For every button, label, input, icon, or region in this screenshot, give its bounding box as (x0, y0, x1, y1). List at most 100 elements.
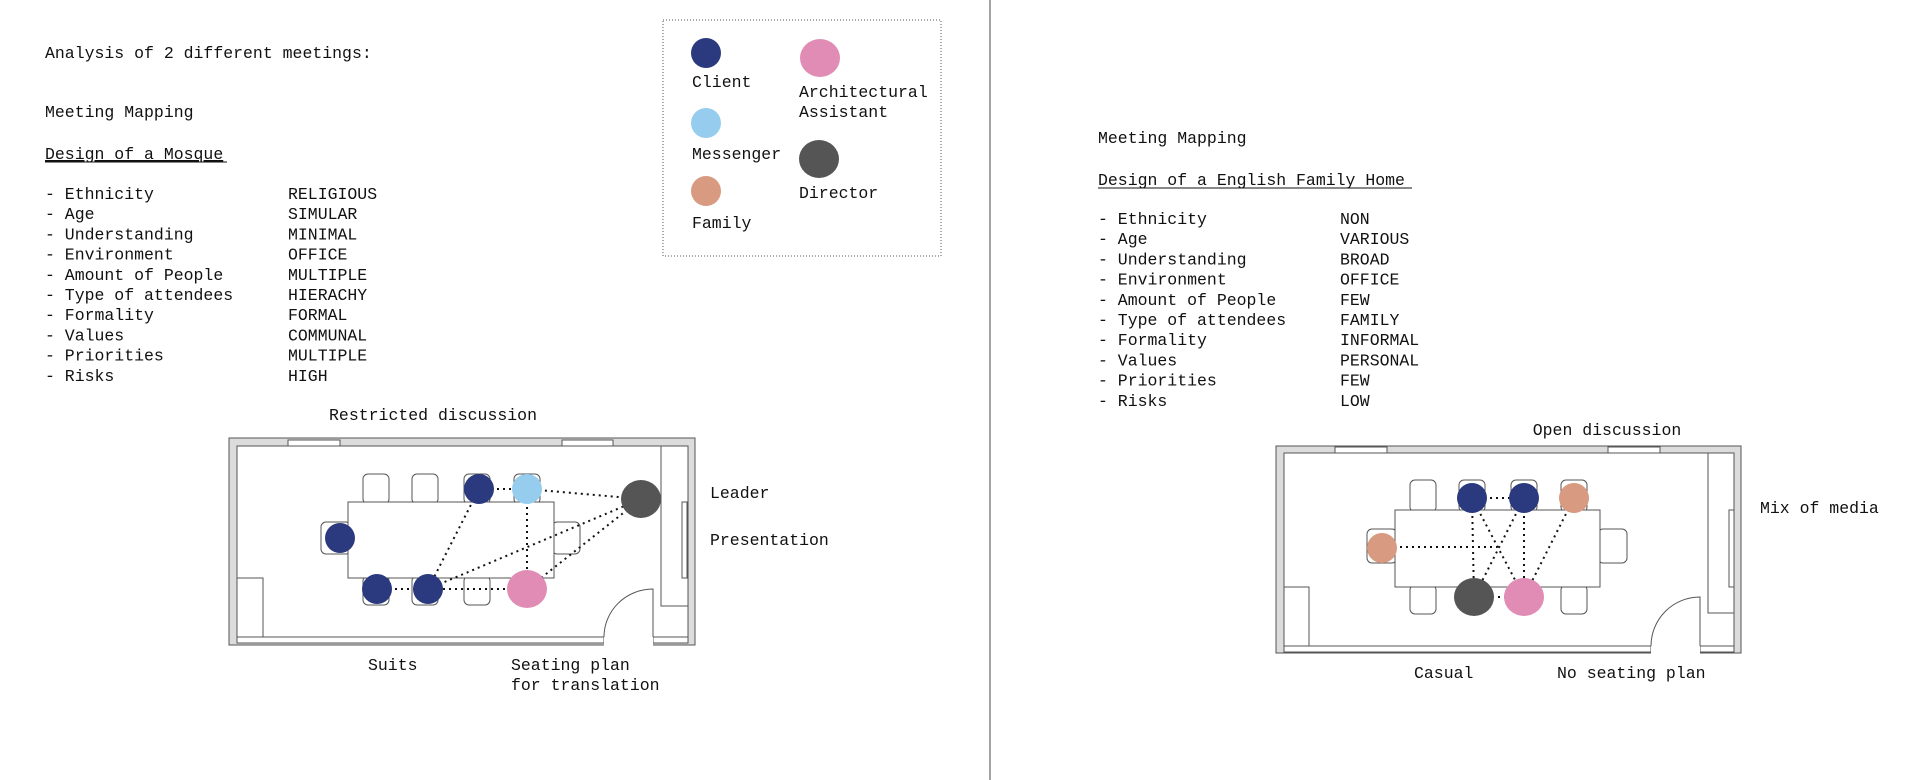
attribute-label: - Values (45, 326, 124, 345)
participant-client (413, 574, 443, 604)
attribute-label: - Ethnicity (1098, 210, 1207, 229)
chair (1560, 584, 1588, 615)
meeting-1-floor-plan: Restricted discussion Leader Presentatio… (228, 406, 829, 695)
plan-1-presentation-label: Presentation (710, 531, 829, 550)
window (1699, 645, 1735, 653)
attribute-label: - Amount of People (1098, 291, 1276, 310)
participant-client (1457, 483, 1487, 513)
plan-2-seating-label: No seating plan (1557, 664, 1706, 683)
attribute-value: OFFICE (1340, 271, 1400, 290)
attribute-value: RELIGIOUS (288, 185, 377, 204)
window (287, 439, 341, 447)
attribute-label: - Environment (1098, 271, 1227, 290)
chair (463, 575, 491, 606)
participant-client (464, 474, 494, 504)
attribute-label: - Age (1098, 230, 1148, 249)
participant-family (1559, 483, 1589, 513)
attribute-label: - Priorities (1098, 372, 1217, 391)
attribute-value: FEW (1340, 291, 1370, 310)
chair (1409, 584, 1437, 615)
attribute-label: - Formality (45, 306, 154, 325)
door (1650, 596, 1701, 647)
legend-family-label: Family (692, 214, 752, 233)
attribute-value: PERSONAL (1340, 351, 1419, 370)
meeting-table (347, 501, 555, 579)
presentation-screen (681, 501, 688, 579)
attribute-value: HIGH (288, 367, 328, 386)
chair (1409, 479, 1437, 513)
connections (377, 488, 642, 590)
legend: Client Messenger Family Architectural As… (662, 19, 942, 257)
attribute-value: FEW (1340, 372, 1370, 391)
door-opening (1651, 645, 1700, 655)
presentation-screen (1728, 509, 1735, 588)
participant-architectural-assistant (507, 570, 547, 608)
connection-line (1473, 497, 1525, 598)
attribute-label: - Formality (1098, 331, 1207, 350)
plan-1-leader-label: Leader (710, 484, 769, 503)
meeting-table (1394, 509, 1601, 588)
connection-line (1523, 497, 1575, 598)
window (1607, 446, 1661, 454)
legend-architectural-assistant-swatch (800, 39, 840, 77)
attribute-value: OFFICE (288, 246, 348, 265)
meeting-2-title: Design of a English Family Home (1098, 171, 1405, 190)
page-heading: Analysis of 2 different meetings: (45, 44, 372, 63)
attribute-value: MINIMAL (288, 225, 357, 244)
attribute-value: HIERACHY (288, 286, 367, 305)
attribute-value: FORMAL (288, 306, 347, 325)
plan-2-casual-label: Casual (1414, 664, 1473, 683)
connection-line (526, 488, 642, 500)
attribute-value: NON (1340, 210, 1370, 229)
legend-messenger-label: Messenger (692, 145, 781, 164)
attribute-label: - Understanding (1098, 250, 1247, 269)
attribute-label: - Age (45, 205, 95, 224)
participant-client (1509, 483, 1539, 513)
plan-1-seating-label-2: for translation (511, 676, 660, 695)
participant-client (362, 574, 392, 604)
chair (1597, 528, 1628, 564)
window (561, 439, 614, 447)
attribute-label: - Understanding (45, 225, 194, 244)
participants (1367, 483, 1589, 616)
window (652, 636, 689, 644)
attribute-value: MULTIPLE (288, 347, 367, 366)
attribute-value: FAMILY (1340, 311, 1400, 330)
attribute-label: - Type of attendees (45, 286, 233, 305)
attribute-value: COMMUNAL (288, 326, 367, 345)
plan-1-seating-label: Seating plan (511, 656, 630, 675)
attribute-label: - Risks (45, 367, 114, 386)
meeting-2-floor-plan: Open discussion Mix of media Casual No s… (1275, 421, 1879, 683)
plan-1-top-label: Restricted discussion (329, 406, 537, 425)
participant-director (1454, 578, 1494, 616)
legend-architectural-assistant-label: Architectural (799, 83, 928, 102)
chair (362, 473, 390, 505)
legend-messenger-swatch (691, 108, 721, 138)
meeting-1-title: Design of a Mosque (45, 145, 223, 164)
chair (411, 473, 439, 505)
window (1283, 645, 1652, 653)
attribute-label: - Amount of People (45, 266, 223, 285)
legend-director-label: Director (799, 184, 878, 203)
attribute-value: MULTIPLE (288, 266, 367, 285)
plan-1-suits-label: Suits (368, 656, 418, 675)
door (603, 588, 654, 638)
window (1334, 446, 1388, 454)
attribute-label: - Priorities (45, 347, 164, 366)
cabinet (1283, 586, 1310, 647)
attribute-label: - Ethnicity (45, 185, 154, 204)
door-opening (604, 636, 653, 646)
attribute-value: INFORMAL (1340, 331, 1419, 350)
participant-client (325, 523, 355, 553)
legend-client-swatch (691, 38, 721, 68)
participants (325, 474, 661, 608)
legend-client-label: Client (692, 73, 751, 92)
connection-line (427, 488, 480, 590)
attribute-label: - Values (1098, 351, 1177, 370)
legend-architectural-assistant-label-2: Assistant (799, 103, 888, 122)
window (236, 636, 605, 644)
plan-2-top-label: Open discussion (1533, 421, 1682, 440)
